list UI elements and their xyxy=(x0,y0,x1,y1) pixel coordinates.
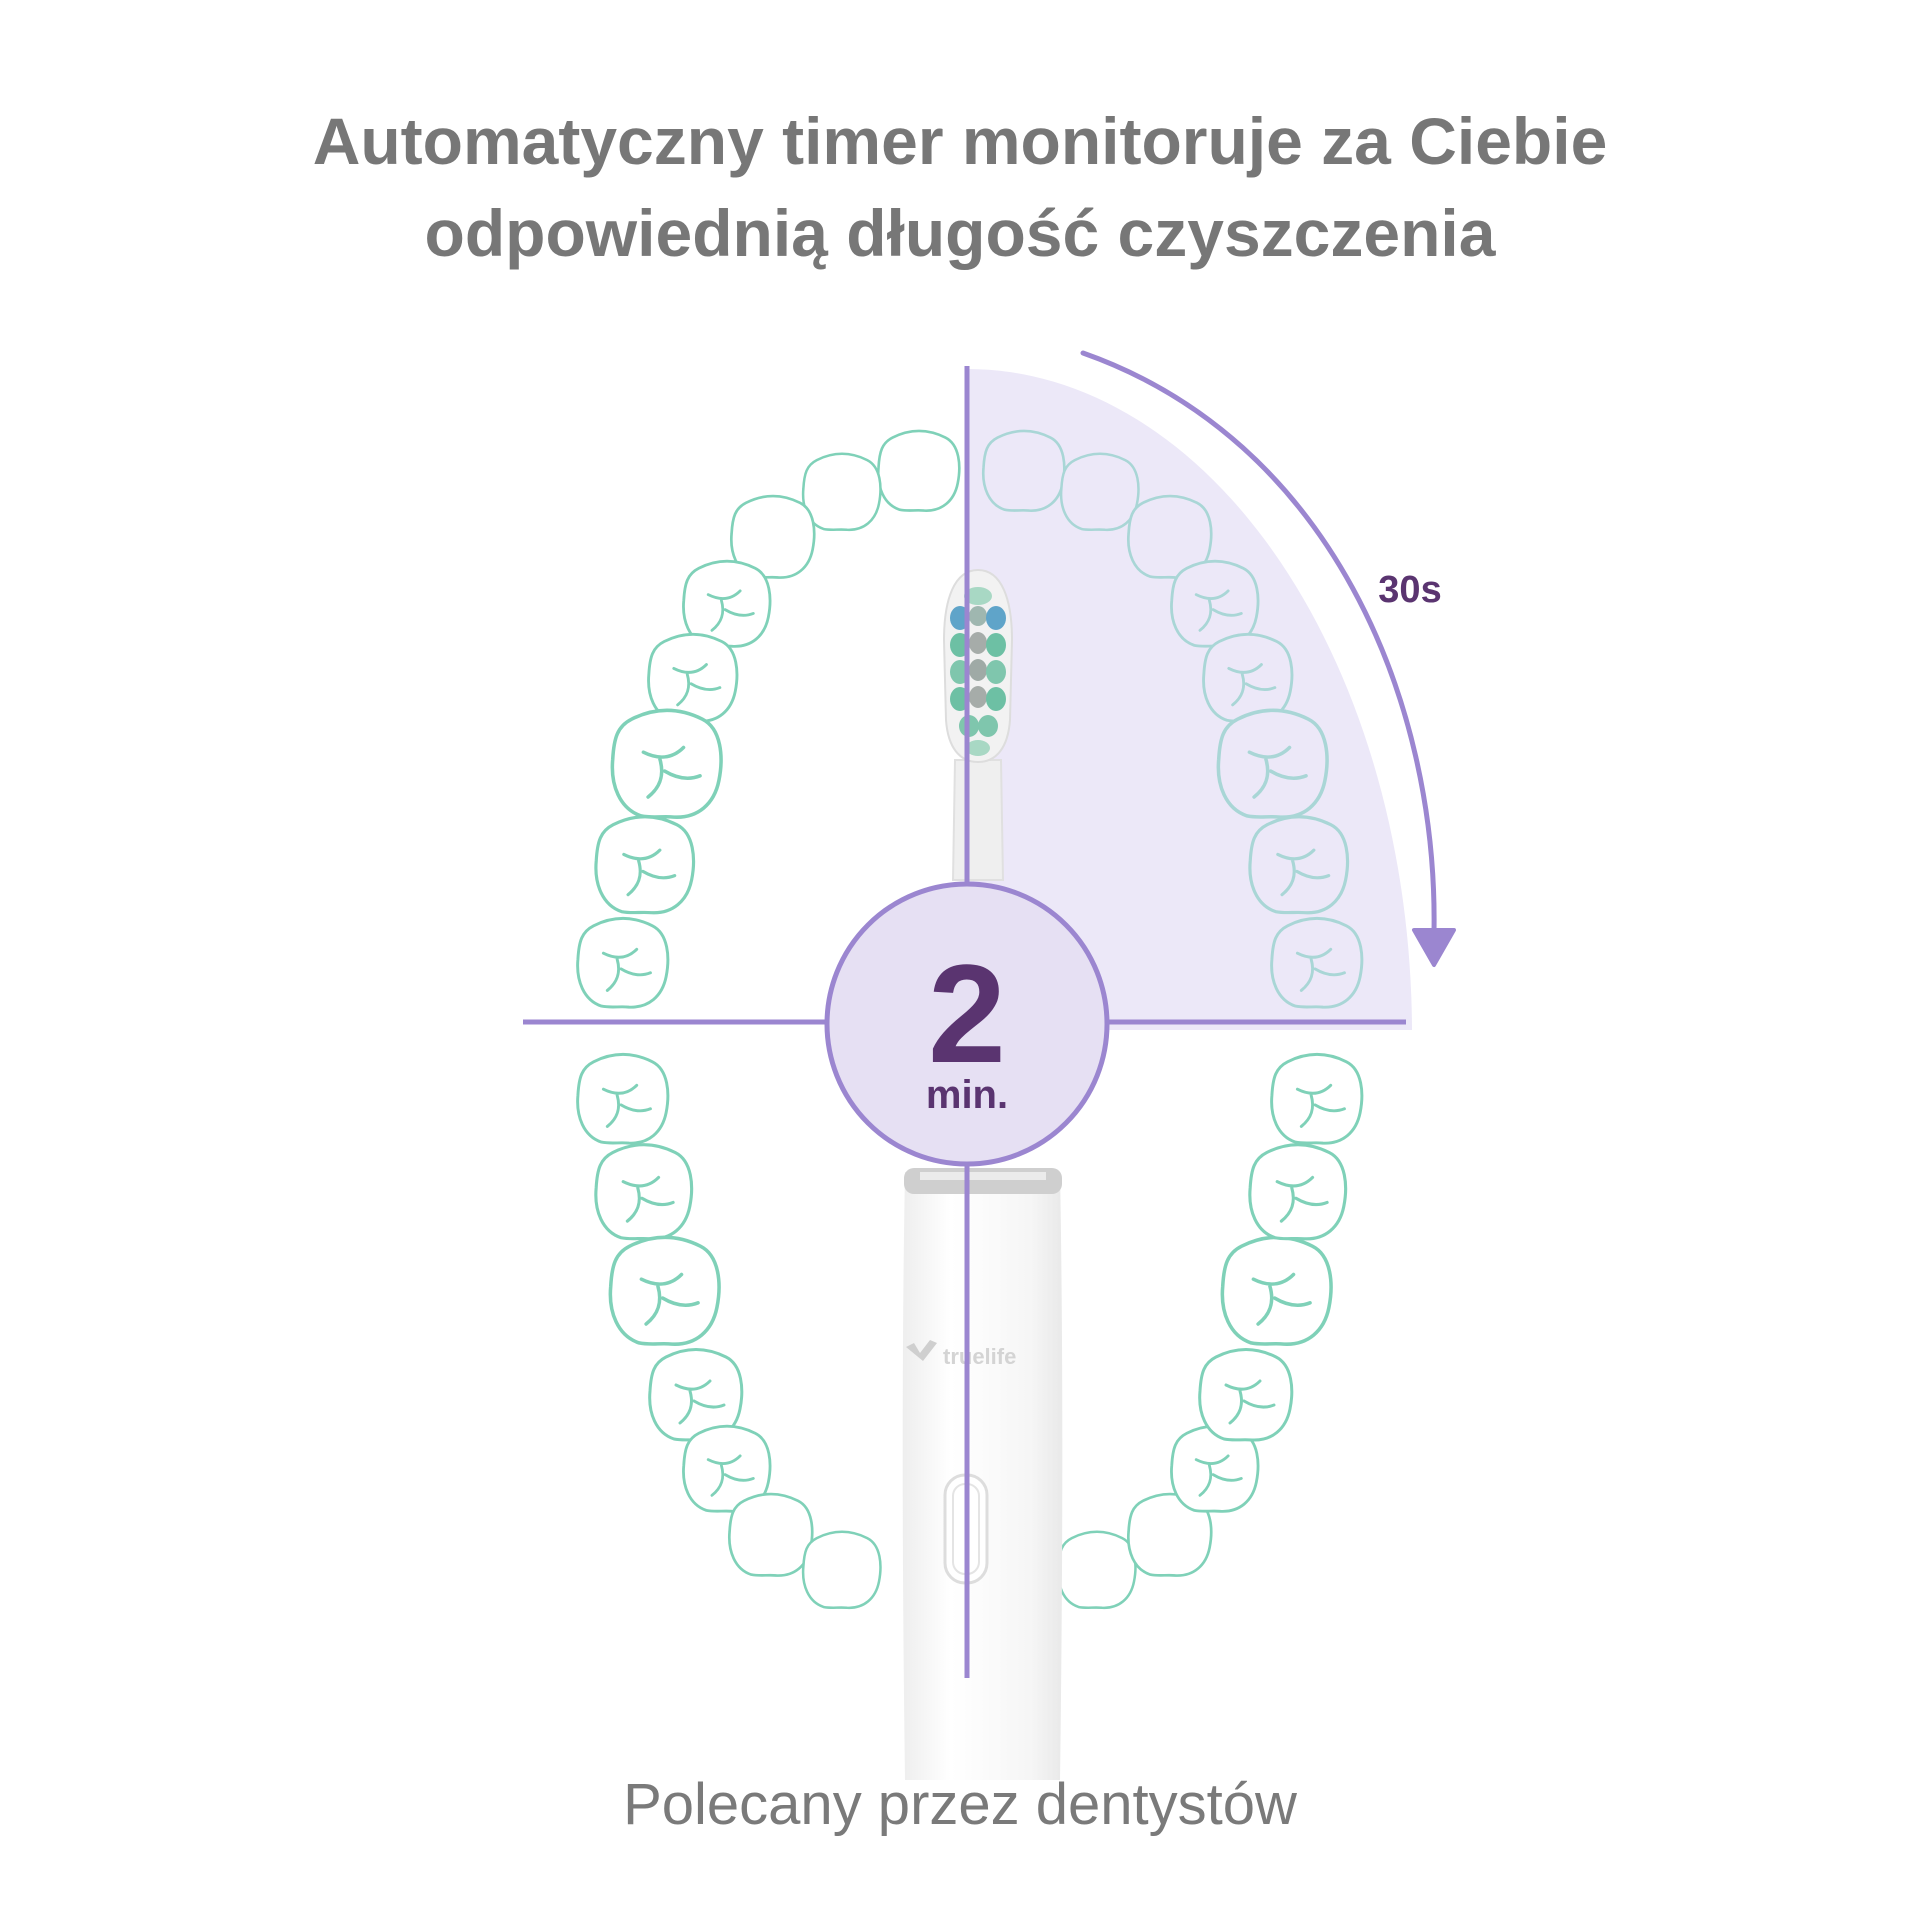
truelife-logo-icon xyxy=(906,1340,937,1361)
tooth-outline-icon xyxy=(1059,452,1140,532)
tooth-outline-icon xyxy=(1202,632,1294,723)
tooth-outline-icon xyxy=(1270,916,1364,1009)
toothbrush-neck xyxy=(951,759,1005,881)
tooth-outline-icon xyxy=(1216,708,1329,819)
quadrant-time-label: 30s xyxy=(1378,569,1441,611)
tooth-outline-icon xyxy=(1056,1530,1137,1610)
toothbrush-collar xyxy=(904,1168,1062,1194)
tooth-outline-icon xyxy=(876,429,961,512)
timer-circle xyxy=(824,881,1110,1167)
brand-label: truelife xyxy=(943,1344,1016,1369)
recommendation-text: Polecany przez dentystów xyxy=(623,1772,1297,1837)
tooth-outline-icon xyxy=(647,632,739,723)
tooth-outline-icon xyxy=(594,1143,694,1241)
headline-line-1: Automatyczny timer monitoruje za Ciebie xyxy=(312,104,1608,178)
toothbrush-handle xyxy=(902,1172,1063,1780)
tooth-outline-icon xyxy=(610,708,723,819)
timer-value: 2 xyxy=(928,935,1006,1092)
bristles xyxy=(950,587,1006,756)
tooth-outline-icon xyxy=(1220,1235,1333,1346)
tooth-outline-icon xyxy=(801,1530,882,1610)
tooth-outline-icon xyxy=(608,1235,721,1346)
tooth-outline-icon xyxy=(1248,1143,1348,1241)
tooth-outline-icon xyxy=(801,452,882,532)
tooth-outline-icon xyxy=(576,1052,670,1145)
tooth-outline-icon xyxy=(594,815,696,915)
tooth-outline-icon xyxy=(1198,1348,1294,1442)
headline: Automatyczny timer monitoruje za Ciebie … xyxy=(0,95,1920,279)
tooth-outline-icon xyxy=(576,916,670,1009)
tooth-outline-icon xyxy=(727,1492,814,1577)
clockwise-arrow-icon xyxy=(1080,350,1456,967)
timer-unit: min. xyxy=(926,1073,1008,1117)
tooth-outline-icon xyxy=(1270,1052,1364,1145)
headline-line-2: odpowiednią długość czyszczenia xyxy=(424,196,1496,270)
tooth-outline-icon xyxy=(981,429,1066,512)
tooth-outline-icon xyxy=(1248,815,1350,915)
